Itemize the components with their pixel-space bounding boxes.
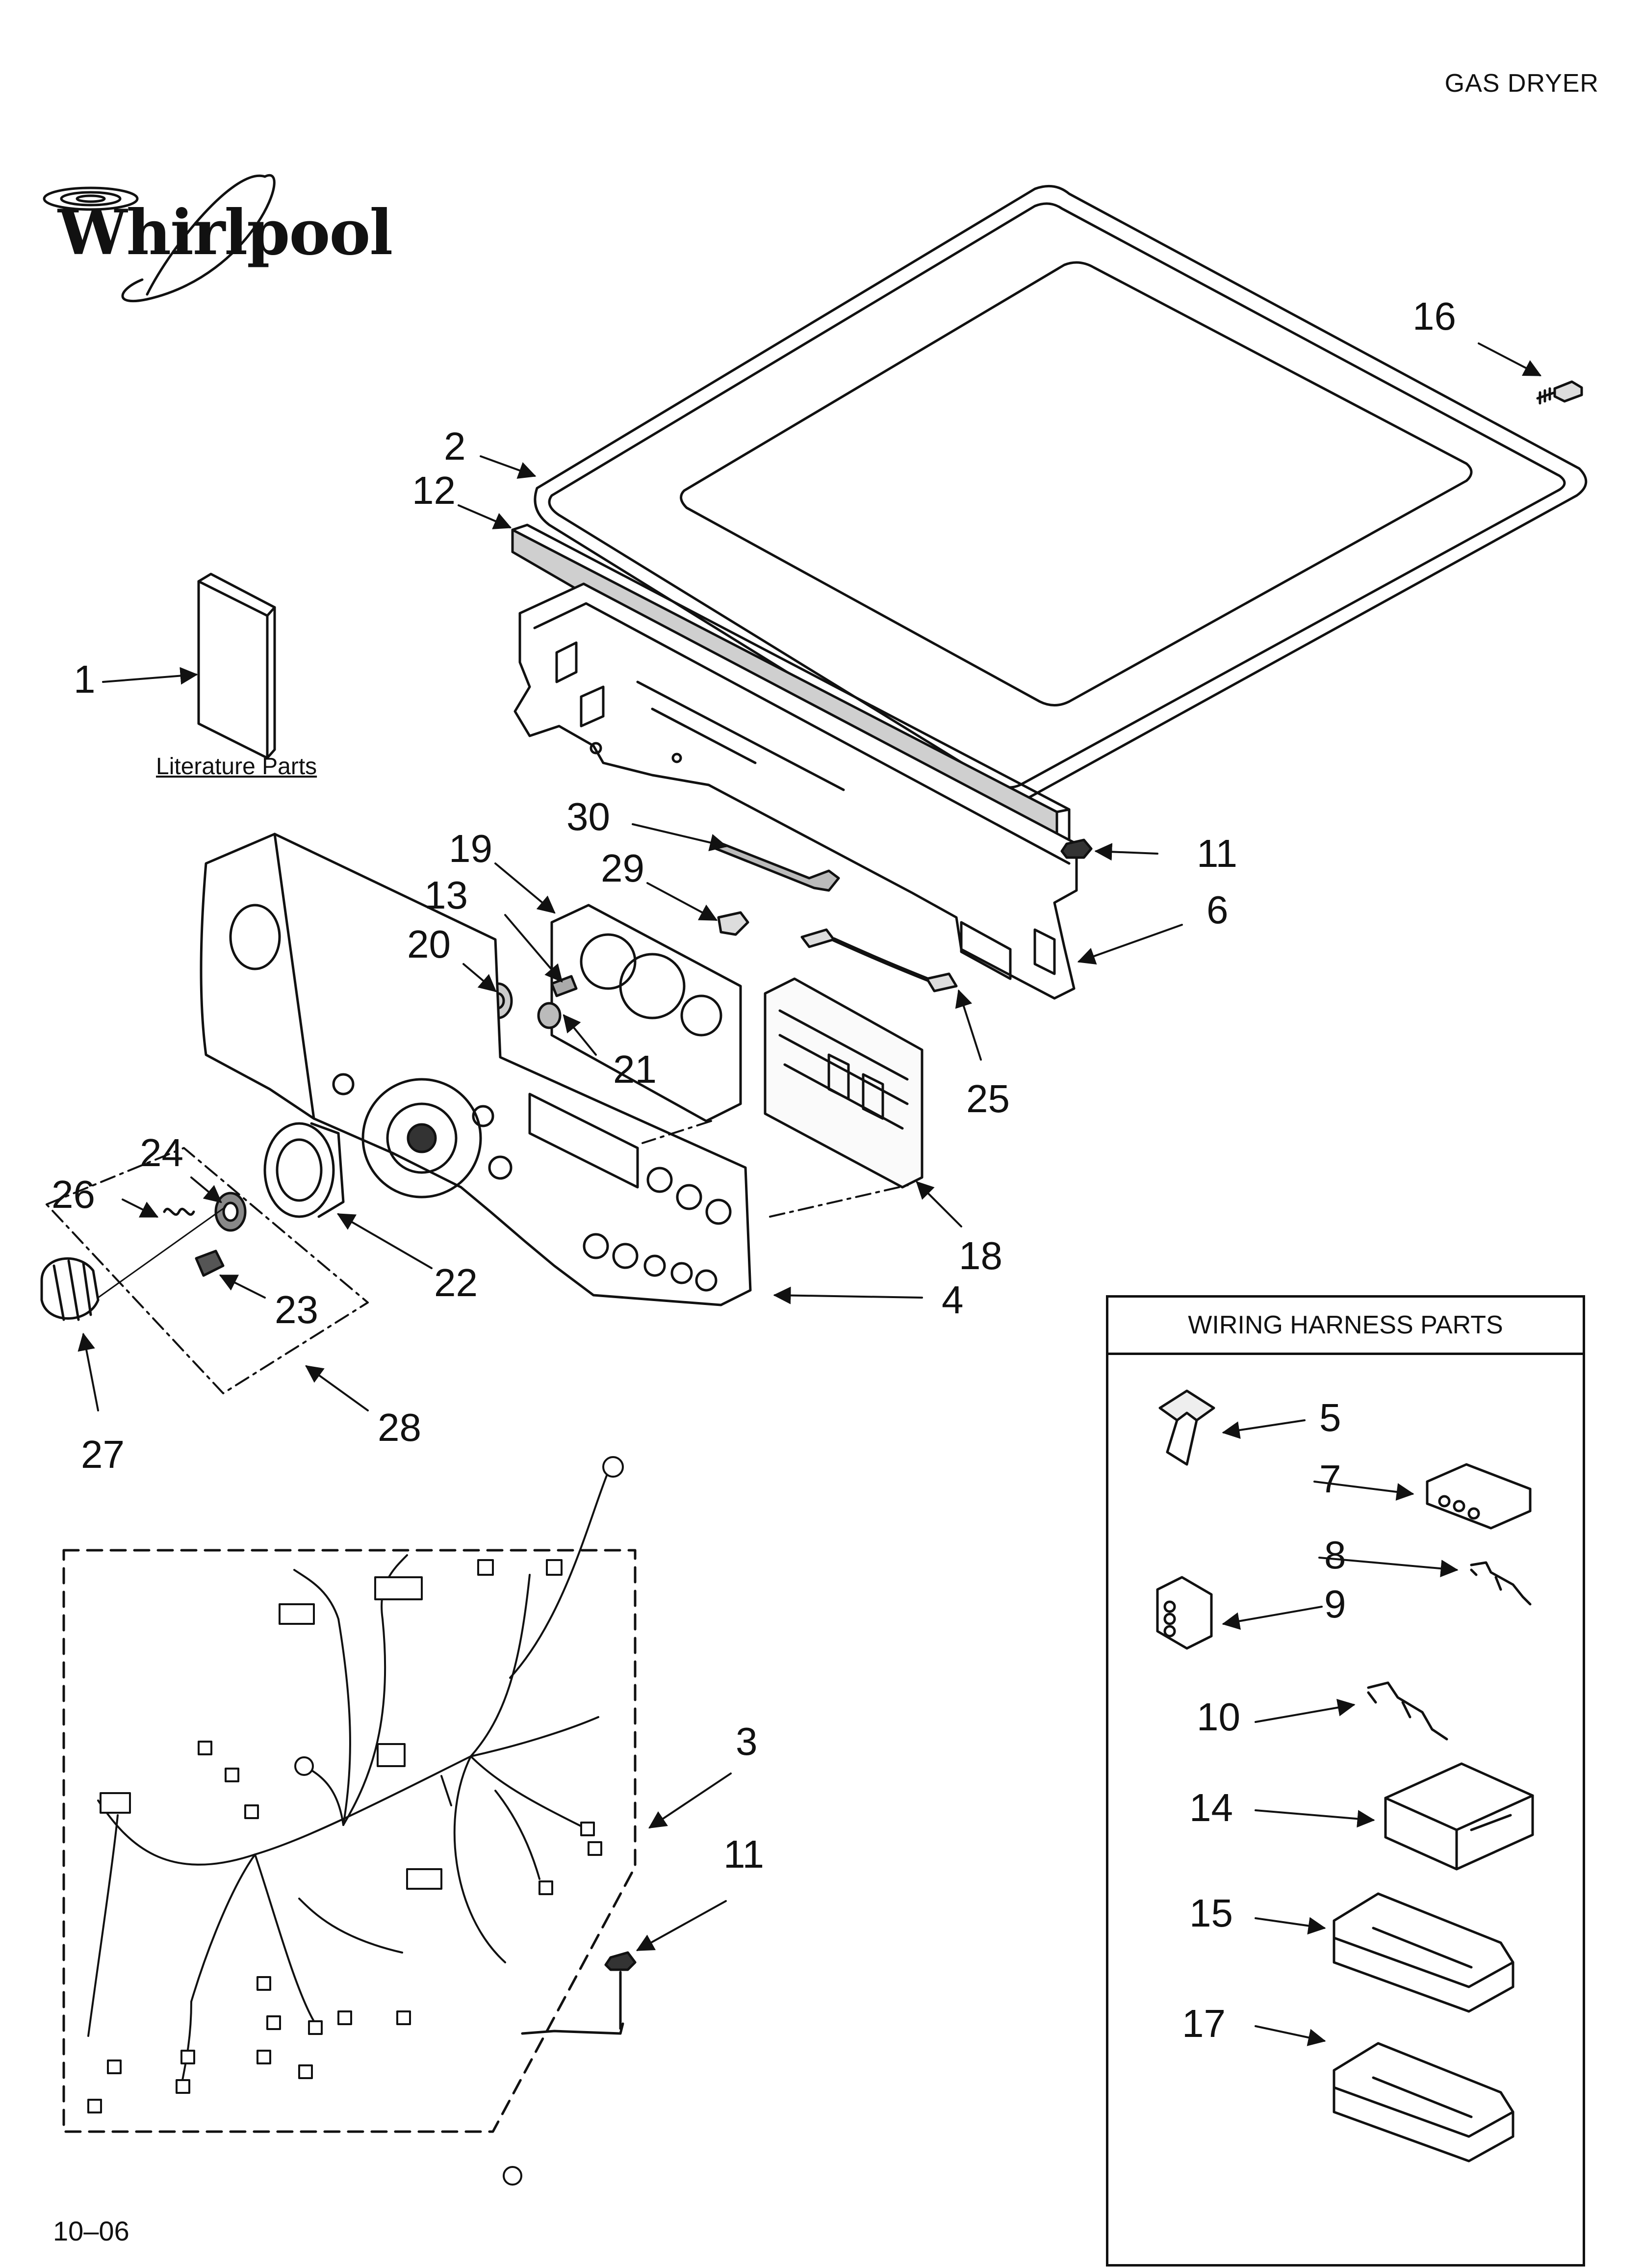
callout-29: 29 xyxy=(601,846,644,890)
part-10-terminal xyxy=(1367,1681,1448,1741)
callout-8: 8 xyxy=(1324,1533,1346,1577)
callout-3: 3 xyxy=(736,1720,758,1763)
part-29-clip xyxy=(717,911,749,936)
callout-7: 7 xyxy=(1319,1457,1341,1501)
callout-28: 28 xyxy=(378,1406,421,1449)
part-2-top xyxy=(534,184,1588,805)
wiring-harness-parts-box: WIRING HARNESS PARTS xyxy=(1106,1295,1585,2267)
callout-30: 30 xyxy=(566,795,610,838)
part-17-connector-block xyxy=(1333,2042,1514,2163)
part-11-screw-upper xyxy=(1060,838,1093,880)
callout-13: 13 xyxy=(424,873,468,917)
part-15-connector-block xyxy=(1333,1892,1514,2013)
leader-lines xyxy=(77,342,1542,2046)
callout-4: 4 xyxy=(942,1278,964,1322)
callout-15: 15 xyxy=(1189,1891,1233,1935)
callout-19: 19 xyxy=(449,827,492,870)
part-4-console xyxy=(200,833,752,1306)
callout-1: 1 xyxy=(74,657,96,701)
callout-18: 18 xyxy=(959,1234,1002,1277)
callout-2: 2 xyxy=(444,424,466,468)
callout-16: 16 xyxy=(1412,294,1456,338)
part-9-housing xyxy=(1156,1576,1213,1650)
part-7-connector xyxy=(1426,1463,1532,1530)
part-24-knob-shaft xyxy=(214,1192,247,1232)
whirlpool-logo: Whirlpool xyxy=(58,196,393,269)
callout-17: 17 xyxy=(1182,2002,1226,2045)
part-23-switch xyxy=(195,1250,225,1277)
wiring-harness-parts-title: WIRING HARNESS PARTS xyxy=(1108,1298,1583,1355)
callout-26: 26 xyxy=(51,1173,95,1216)
callout-9: 9 xyxy=(1324,1582,1346,1626)
callout-10: 10 xyxy=(1197,1695,1240,1739)
part-1-booklet xyxy=(197,573,276,759)
callout-11-upper: 11 xyxy=(1197,832,1238,875)
part-26-spring xyxy=(163,1207,195,1216)
callout-5: 5 xyxy=(1319,1396,1341,1439)
callout-24: 24 xyxy=(140,1131,183,1174)
part-11-screw-lower xyxy=(521,1951,637,2035)
part-22-dial xyxy=(263,1122,345,1218)
callout-20: 20 xyxy=(407,922,451,966)
part-3-harness-box xyxy=(62,1549,637,2133)
part-8-terminal xyxy=(1470,1561,1532,1606)
part-27-knob xyxy=(40,1257,100,1321)
page-title: GAS DRYER xyxy=(1444,69,1599,98)
callout-6: 6 xyxy=(1206,888,1229,932)
part-13-cam xyxy=(550,975,578,997)
part-3-connectors xyxy=(87,1456,624,2186)
part-5-clip xyxy=(1158,1389,1215,1466)
literature-parts-label: Literature Parts xyxy=(156,754,317,780)
part-19-frame xyxy=(550,904,742,1122)
part-21-bushing xyxy=(537,1002,562,1029)
callout-27: 27 xyxy=(81,1433,125,1476)
callout-14: 14 xyxy=(1189,1786,1233,1829)
part-28-group-box xyxy=(46,1147,369,1394)
part-6-bracket xyxy=(513,582,1078,1000)
callout-22: 22 xyxy=(434,1261,478,1304)
revision-code: 10–06 xyxy=(53,2216,129,2246)
part-16-screw xyxy=(1536,380,1583,405)
callout-23: 23 xyxy=(275,1288,318,1331)
part-25-wire xyxy=(800,928,958,992)
callout-25: 25 xyxy=(966,1077,1010,1121)
part-18-board xyxy=(764,977,924,1189)
callout-12: 12 xyxy=(412,469,456,512)
whirlpool-logo-swirl xyxy=(43,174,276,303)
part-3-harness-wires xyxy=(87,1471,609,2086)
part-30-strap xyxy=(715,840,840,892)
callout-11-lower: 11 xyxy=(723,1832,765,1876)
callout-21: 21 xyxy=(613,1047,657,1091)
part-14-module xyxy=(1384,1762,1534,1871)
